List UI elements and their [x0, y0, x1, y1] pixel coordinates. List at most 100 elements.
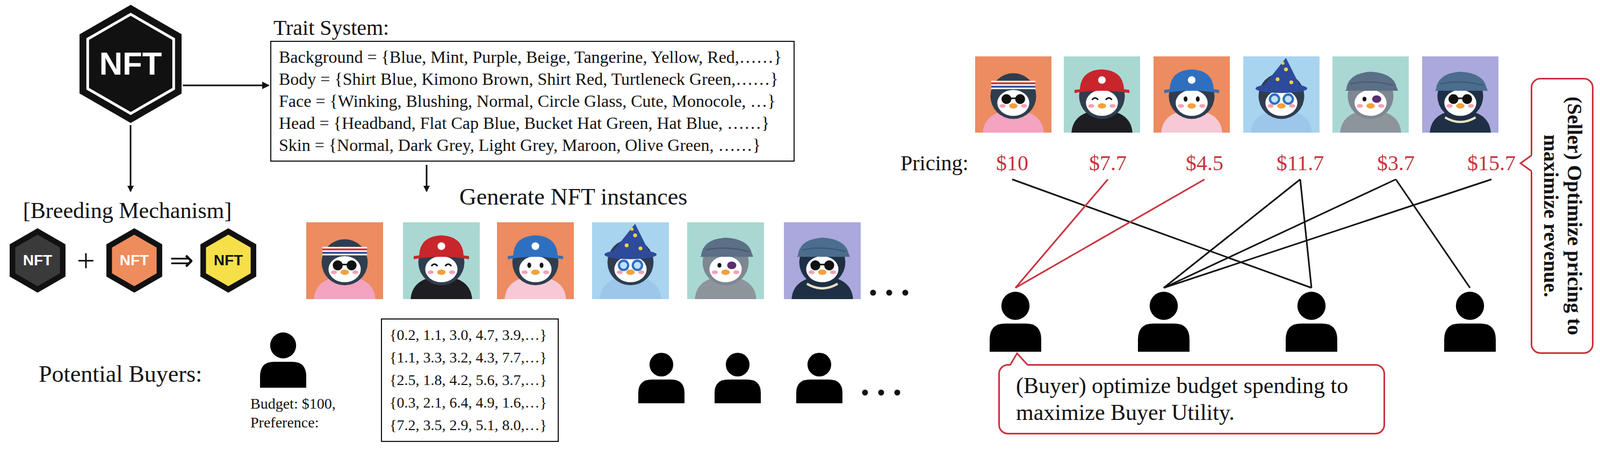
node-text: {0.2, 1.1, 3.0, 4.7, 3.9,…}	[389, 323, 547, 347]
purchase-line	[1163, 179, 1492, 288]
nft-headband	[991, 85, 1036, 89]
nft-blush	[1199, 104, 1206, 108]
person-icon	[1285, 291, 1338, 352]
node-text: Head = {Headband, Flat Cap Blue, Bucket …	[278, 112, 782, 135]
nft-face	[1354, 89, 1387, 116]
nft-blush	[999, 104, 1006, 108]
person-icon	[638, 352, 685, 404]
nft-blush	[711, 270, 718, 275]
price-label: $10	[996, 150, 1029, 176]
person-head	[1456, 291, 1484, 320]
nft-blush	[1288, 104, 1295, 108]
nft-penguin	[496, 222, 574, 300]
price-label: $7.7	[1089, 150, 1127, 176]
node-text: {0.3, 2.1, 6.4, 4.9, 1.6,…}	[389, 391, 547, 415]
nft-background	[1332, 56, 1409, 133]
nft-cap	[1169, 69, 1214, 90]
nft-beak	[1366, 103, 1375, 109]
nft-blush	[449, 270, 456, 275]
nft-eye	[1362, 96, 1367, 102]
nft-beak	[721, 269, 731, 276]
nft-wizard-brim	[604, 249, 657, 259]
nft-glasses	[346, 260, 357, 271]
nft-background	[402, 222, 480, 300]
nft-cap	[419, 235, 464, 257]
nft-penguin	[975, 56, 1052, 133]
nft-head	[990, 73, 1036, 119]
logo-text: NFT	[213, 253, 243, 269]
nft-star	[624, 243, 629, 248]
node-text: Face = {Winking, Blushing, Normal, Circl…	[278, 90, 782, 113]
node-text: {7.2, 3.5, 2.9, 5.1, 8.0,…}	[389, 414, 547, 437]
nft-blush	[427, 270, 434, 275]
person-body	[1137, 323, 1190, 352]
person-head	[807, 352, 832, 377]
nft-glasses	[341, 263, 348, 266]
nft-star	[633, 233, 638, 238]
person-head	[649, 352, 674, 377]
price-label: $11.7	[1276, 150, 1325, 176]
nft-flat-cap	[796, 238, 850, 258]
nft-cap-badge	[531, 242, 539, 250]
nft-flat-cap-seam	[1350, 81, 1394, 85]
nft-penguin	[306, 222, 384, 300]
nft-blush	[1020, 104, 1027, 108]
arrow-to-instances	[426, 164, 428, 192]
nft-beak	[1187, 103, 1196, 109]
nft-background	[592, 222, 669, 300]
nft-cap	[513, 235, 558, 257]
person-icon	[989, 291, 1042, 352]
nft-eye	[1183, 96, 1188, 103]
nft-blush	[616, 270, 623, 275]
ellipsis-dot	[870, 290, 877, 297]
nft-background	[975, 56, 1052, 133]
nft-goggles	[1283, 94, 1293, 104]
price-label: $4.5	[1185, 150, 1224, 176]
callout-pointer-edge	[1520, 155, 1532, 172]
node-text: (Buyer) optimize budget spending to maxi…	[1015, 372, 1368, 427]
person-icon	[714, 352, 761, 404]
purchase-line	[1015, 179, 1205, 288]
ellipsis-dot	[862, 390, 869, 396]
nft-blush	[330, 270, 337, 275]
nft-glasses	[1457, 97, 1463, 100]
person-head	[270, 332, 297, 359]
nft-blush	[1446, 104, 1453, 108]
person-head	[1149, 291, 1178, 320]
nft-blush	[1356, 104, 1363, 108]
nft-head	[321, 239, 369, 286]
person-body	[1285, 323, 1338, 352]
nft-penguin	[1243, 56, 1320, 133]
node-text: Background = {Blue, Mint, Purple, Beige,…	[278, 46, 782, 69]
box-heading: Trait System:	[270, 15, 795, 41]
nft-hexagon: NFT	[106, 228, 163, 293]
text-label: [Breeding Mechanism]	[23, 197, 232, 224]
purchase-line	[1300, 179, 1312, 288]
nft-blush	[830, 270, 836, 275]
nft-glasses	[819, 263, 826, 266]
purchase-line	[1163, 179, 1396, 288]
nft-face	[1265, 89, 1298, 116]
callout-pointer	[1518, 154, 1533, 172]
person-body	[989, 323, 1042, 352]
nft-beak	[1097, 103, 1107, 109]
nft-blush	[1267, 104, 1274, 108]
nft-glasses	[1448, 94, 1459, 104]
nft-star	[1275, 77, 1280, 82]
person-head	[1001, 291, 1030, 320]
nft-wizard-brim	[1255, 83, 1308, 93]
nft-penguin	[783, 222, 861, 300]
node-text: {1.1, 3.3, 3.2, 4.3, 7.7,…}	[389, 346, 547, 370]
seller-callout: (Seller) Optimize pricing to maximize re…	[1530, 77, 1594, 355]
hexagon-shape	[79, 4, 183, 124]
nft-glasses	[1462, 94, 1473, 104]
text-label: ⇒	[169, 243, 194, 278]
purchase-line	[1395, 179, 1470, 288]
nft-face	[424, 256, 458, 283]
nft-star	[638, 246, 643, 251]
nft-wizard-hat	[610, 224, 651, 255]
nft-cap-badge	[1187, 76, 1196, 84]
nft-star	[630, 227, 634, 232]
nft-beak	[818, 269, 827, 276]
